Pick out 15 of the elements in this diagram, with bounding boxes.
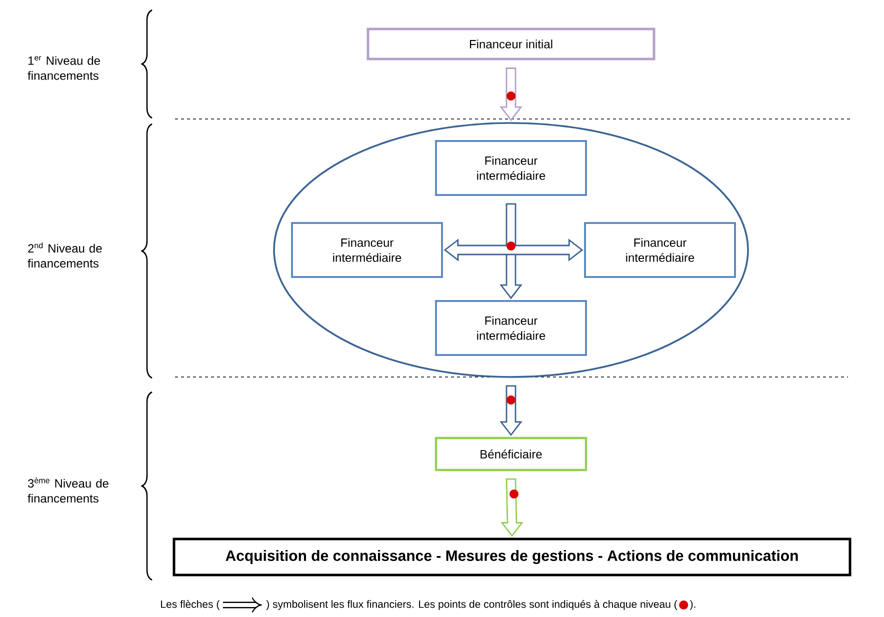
result-box: Acquisition de connaissance - Mesures de gestions - Actions de communication	[172, 538, 852, 576]
arrow	[500, 478, 524, 537]
level-label: 3$^{ème}$ Niveau de financements	[28, 477, 108, 503]
process-box: Bénéficiaire	[434, 436, 588, 472]
footnote-text: ) symbolisent les flux financiers. Les points de contrôles sont indiqués à chaque niveau (	[266, 600, 678, 610]
process-box: Financeur intermédiaire	[584, 222, 736, 278]
process-box: Financeur intermédiaire	[435, 140, 587, 196]
group-ellipse	[273, 122, 749, 378]
process-box: Financeur intermédiaire	[435, 300, 587, 356]
level-label: 1$^{er}$ Niveau de financements	[28, 56, 100, 80]
footnote-text: Les flèches (	[161, 600, 220, 610]
process-box: Financeur initial	[366, 28, 656, 60]
footnote-text: ).	[690, 600, 696, 610]
level-label: 2$^{nd}$ Niveau de financements	[28, 242, 102, 268]
process-box: Financeur intermédiaire	[291, 222, 443, 278]
